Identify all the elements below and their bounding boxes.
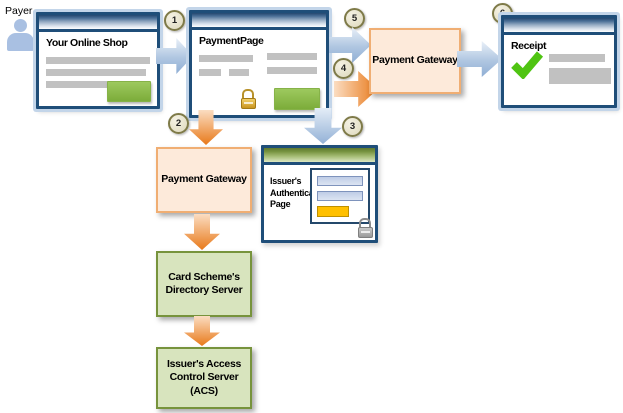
arrow-directory-to-acs xyxy=(184,316,220,346)
payment-gateway-top-box: Payment Gateway xyxy=(369,28,461,94)
window-titlebar xyxy=(192,13,326,30)
auth-submit-button xyxy=(317,205,349,217)
arrow-paymentpage-to-gateway-mid xyxy=(189,110,223,145)
step-badge-4: 4 xyxy=(333,58,354,79)
step-badge-1: 1 xyxy=(164,10,185,31)
placeholder-line xyxy=(199,55,253,62)
shop-pay-button xyxy=(107,81,151,102)
step-badge-2: 2 xyxy=(168,113,189,134)
step-badge-3: 3 xyxy=(342,116,363,137)
placeholder-line xyxy=(46,57,150,64)
issuer-auth-title: Issuer's Authentication Page xyxy=(270,176,329,210)
payment-page-title: PaymentPage xyxy=(199,35,264,47)
arrow-paymentpage-to-issuer-auth xyxy=(304,108,342,144)
window-issuer-auth: Issuer's Authentication Page xyxy=(261,145,378,243)
padlock-icon xyxy=(358,218,373,238)
placeholder-line xyxy=(199,69,221,76)
acs-box: Issuer's Access Control Server (ACS) xyxy=(156,347,252,409)
directory-server-box: Card Scheme's Directory Server xyxy=(156,251,252,317)
step-badge-5: 5 xyxy=(344,8,365,29)
payment-page-pay-button xyxy=(274,88,320,110)
arrow-gateway-to-receipt xyxy=(457,41,502,77)
arrow-shop-to-paymentpage xyxy=(156,38,193,74)
window-titlebar xyxy=(504,18,614,35)
window-receipt: Receipt xyxy=(501,15,617,108)
placeholder-line xyxy=(267,53,317,60)
placeholder-line xyxy=(549,54,605,62)
placeholder-line xyxy=(46,69,146,76)
placeholder-line xyxy=(46,81,112,88)
auth-input-field xyxy=(317,190,363,201)
auth-input-field xyxy=(317,175,363,186)
checkmark-icon xyxy=(511,51,544,79)
person-icon xyxy=(7,19,34,51)
padlock-icon xyxy=(241,89,256,109)
window-titlebar xyxy=(264,148,375,165)
auth-form xyxy=(310,168,370,224)
placeholder-line xyxy=(549,68,611,84)
payer-label: Payer xyxy=(5,5,33,17)
window-payment-page: PaymentPage xyxy=(189,10,329,118)
placeholder-line xyxy=(267,67,317,74)
online-shop-title: Your Online Shop xyxy=(46,37,128,49)
arrow-auth-to-gateway xyxy=(334,71,378,107)
window-online-shop: Your Online Shop xyxy=(36,12,160,109)
window-titlebar xyxy=(39,15,157,32)
arrow-paymentpage-to-gateway xyxy=(329,27,371,63)
arrow-gateway-to-directory xyxy=(184,214,220,250)
placeholder-line xyxy=(229,69,249,76)
receipt-title: Receipt xyxy=(511,40,547,52)
payment-gateway-mid-box: Payment Gateway xyxy=(156,147,252,213)
